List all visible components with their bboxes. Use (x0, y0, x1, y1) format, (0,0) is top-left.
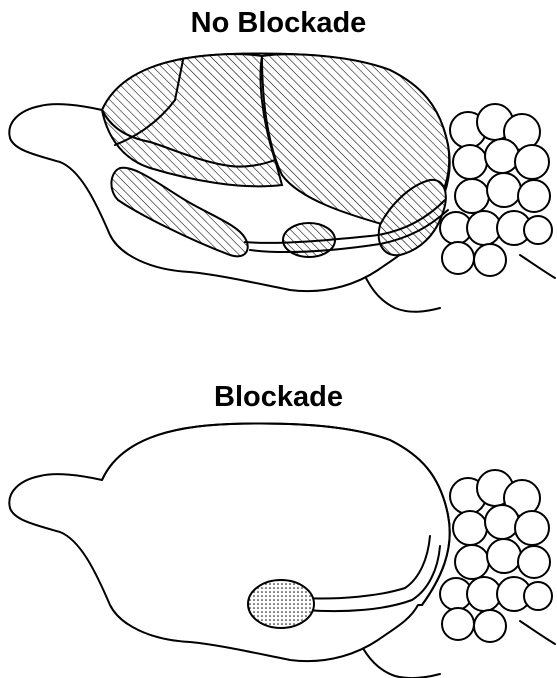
panel-title-no-blockade: No Blockade (0, 9, 557, 38)
dotted-nucleus-region (248, 580, 314, 628)
brain-diagram-blockade (0, 418, 557, 678)
cerebellum (440, 470, 555, 644)
cerebellum (440, 104, 555, 278)
brain-diagram-no-blockade (0, 50, 557, 325)
panel-title-blockade: Blockade (0, 383, 557, 412)
brainstem (360, 643, 440, 678)
brain-outline (9, 423, 449, 661)
